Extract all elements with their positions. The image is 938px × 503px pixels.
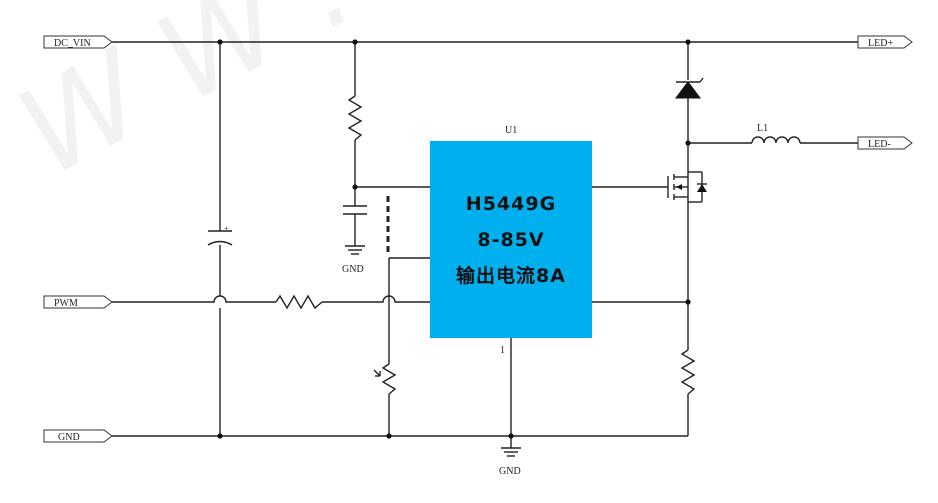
ground-symbol-icon-bottom [501, 447, 521, 457]
port-dc-vin: DC_VIN [43, 35, 113, 49]
ground-symbol-icon [345, 245, 365, 255]
port-pwm: PWM [43, 295, 113, 309]
gnd-symbol-label-1: GND [342, 264, 364, 275]
electrolytic-capacitor-icon: + [207, 224, 233, 246]
chip-output-current: 输出电流8A [456, 264, 566, 287]
port-gnd-label: GND [58, 432, 80, 443]
capacitor-icon [343, 205, 367, 215]
diode-icon [675, 77, 704, 99]
port-pwm-label: PWM [54, 298, 78, 309]
gnd-symbol-label-2: GND [499, 466, 521, 477]
port-gnd: GND [43, 429, 113, 443]
top-resistor-icon [347, 95, 363, 141]
port-led-minus: LED- [857, 136, 913, 150]
chip-part-number: H5449G [465, 192, 557, 215]
mosfet-icon [592, 171, 707, 210]
port-led-minus-label: LED- [868, 139, 891, 150]
potentiometer-icon [373, 363, 397, 395]
right-resistor-icon [680, 349, 696, 395]
junction-dots [217, 39, 691, 439]
chip-voltage-range: 8-85V [477, 228, 545, 251]
u1-label: U1 [505, 125, 517, 136]
l1-label: L1 [757, 123, 768, 134]
port-dc-vin-label: DC_VIN [54, 38, 91, 49]
ic-chip-label-box: H5449G 8-85V 输出电流8A [430, 141, 592, 338]
pwm-resistor-icon [275, 294, 323, 310]
pin-1-label: 1 [500, 345, 505, 356]
inductor-icon [751, 136, 801, 144]
port-led-plus-label: LED+ [868, 38, 893, 49]
svg-text:+: + [224, 224, 229, 233]
port-led-plus: LED+ [857, 35, 913, 49]
